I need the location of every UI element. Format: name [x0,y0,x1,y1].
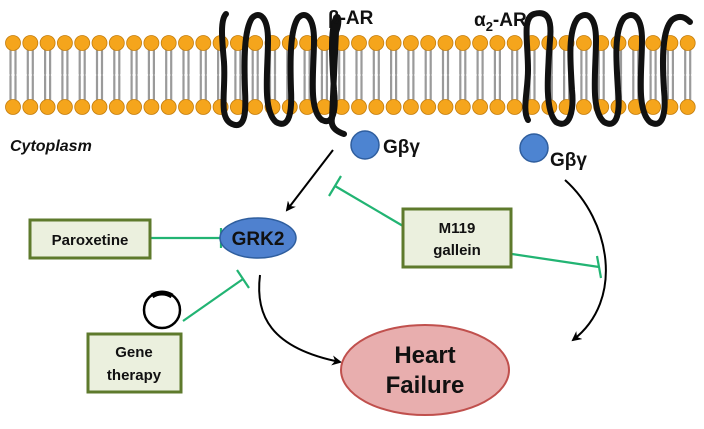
inhibition-lines [150,175,603,322]
lipid-head [57,35,73,51]
inhibit-m119-gbg-grk2 [328,175,404,227]
lipid-head [489,35,506,51]
gene-therapy-box [86,332,183,394]
lipid-head [126,99,143,115]
lipid-head [143,35,160,51]
lipid-head [506,35,523,51]
inhibit-gene-therapy-grk2 [182,269,250,322]
lipid-head [402,99,419,115]
lipid-head [57,99,73,115]
m119-label: M119 [439,220,476,237]
lipid-heads-inner [5,99,696,115]
lipid-head [576,99,592,115]
lipid-head [454,35,471,51]
paroxetine-label: Paroxetine [52,232,129,249]
therapy-label: therapy [107,367,162,384]
arrow-receptor-to-grk2 [285,149,334,212]
lipid-head [420,35,437,51]
heart-failure-label-line2: Failure [386,372,465,399]
arrow-gbg-to-heart-failure [564,179,607,342]
lipid-head [489,99,506,115]
plasmid-icon [142,290,182,330]
lipid-heads-outer [5,35,696,51]
lipid-head [645,35,661,51]
inhibit-m119-heart-failure [511,252,603,279]
lipid-head [39,99,56,115]
alpha2-ar-receptor [522,10,693,127]
lipid-head [472,99,489,115]
lipid-head [178,99,194,115]
lipid-head [74,99,91,115]
g-protein-label-2: Gβγ [550,150,587,171]
lipid-head [437,35,454,51]
lipid-head [576,35,592,51]
lipid-head [108,35,125,51]
lipid-head [5,99,21,115]
lipid-head [645,99,661,115]
lipid-head [91,35,108,51]
lipid-head [126,35,143,51]
heart-failure-label-line1: Heart [394,342,455,369]
heart-failure-node [340,324,510,416]
lipid-head [247,99,264,115]
beta-ar-label: β-AR [328,8,374,29]
grk2-label: GRK2 [232,229,285,250]
lipid-head [74,35,91,51]
m119-gallein-box [401,207,513,269]
inhibit-paroxetine-grk2 [150,228,223,248]
alpha2-ar-label: α2-AR [474,10,527,34]
grk2-node [219,217,297,259]
lipid-head [160,99,177,115]
lipid-head [22,99,39,115]
g-protein-alpha-ar [519,133,549,163]
lipid-head [454,99,471,115]
lipid-head [143,99,160,115]
lipid-head [247,35,264,51]
lipid-head [679,99,696,115]
lipid-head [472,35,489,51]
lipid-head [91,99,108,115]
receptors [219,10,693,137]
lipid-head [22,35,39,51]
beta-ar-receptor [219,11,347,137]
lipid-head [195,35,212,51]
lipid-head [351,99,367,115]
lipid-head [5,35,21,51]
lipid-head [368,99,385,115]
lipid-head [39,35,56,51]
lipid-head [402,35,419,51]
g-protein-label-1: Gβγ [383,137,420,158]
lipid-head [679,35,696,51]
lipid-head [385,99,402,115]
lipid-head [351,35,367,51]
lipid-head [506,99,523,115]
gene-label: Gene [115,344,153,361]
paroxetine-box [28,218,152,260]
gallein-label: gallein [433,242,481,259]
lipid-tails [9,48,692,102]
lipid-head [368,35,385,51]
lipid-head [108,99,125,115]
lipid-head [385,35,402,51]
lipid-head [160,35,177,51]
lipid-head [195,99,212,115]
arrow-grk2-to-heart-failure [258,274,342,366]
lipid-head [178,35,194,51]
lipid-head [437,99,454,115]
cytoplasm-label: Cytoplasm [10,138,92,155]
lipid-head [420,99,437,115]
lipid-bilayer [5,35,696,115]
g-protein-beta-ar [350,130,380,160]
